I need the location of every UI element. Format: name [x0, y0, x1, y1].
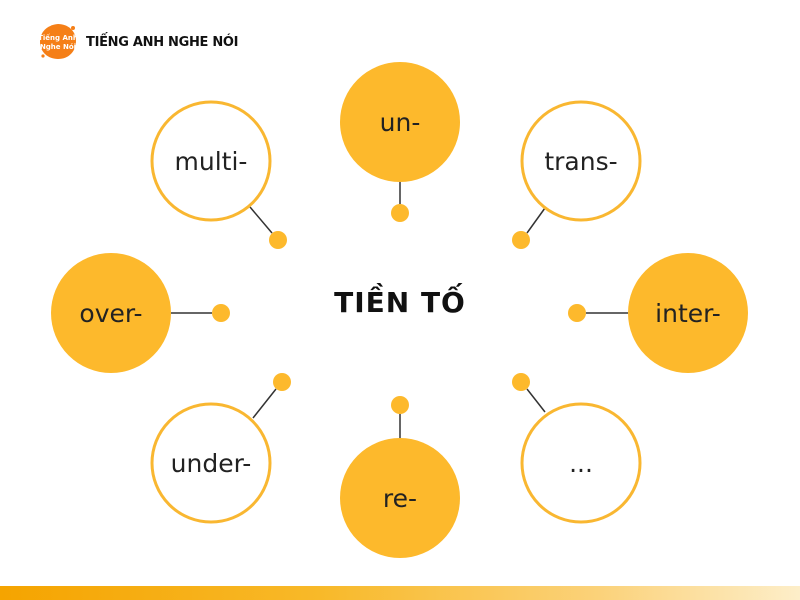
connector-dot — [391, 396, 409, 414]
connector-line — [526, 388, 546, 413]
connector-line — [526, 207, 546, 234]
connector-dot — [273, 373, 291, 391]
node-label: ... — [569, 449, 593, 478]
brand-badge-icon: Tiếng Anh Nghe Nói — [38, 24, 78, 59]
filled-node-circle — [340, 438, 460, 558]
bottom-accent-bar — [0, 586, 800, 600]
outline-node-circle — [520, 402, 642, 524]
node-label: re- — [383, 484, 417, 513]
center-title: TIỀN TỐ — [334, 281, 466, 319]
outline-node-circle — [520, 100, 642, 222]
connector-dot — [391, 204, 409, 222]
brand-logo: Tiếng Anh Nghe Nói TIẾNG ANH NGHE NÓI — [38, 22, 239, 62]
connector-dot — [512, 231, 530, 249]
outline-node-circle — [150, 100, 272, 222]
prefix-node: multi- — [150, 100, 287, 249]
connector-dot — [269, 231, 287, 249]
filled-node-circle — [340, 62, 460, 182]
prefix-node: re- — [340, 396, 460, 558]
node-label: over- — [79, 299, 142, 328]
connector-line — [252, 388, 277, 419]
node-label: under- — [171, 449, 252, 478]
prefix-node: ... — [512, 373, 642, 524]
outline-node-circle — [150, 402, 272, 524]
badge-line2: Nghe Nói — [40, 43, 76, 51]
prefix-node: trans- — [512, 100, 642, 249]
node-label: un- — [380, 108, 421, 137]
brand-name: TIẾNG ANH NGHE NÓI — [86, 34, 239, 50]
connector-dot — [512, 373, 530, 391]
prefix-node: inter- — [568, 253, 748, 373]
node-label: trans- — [544, 147, 617, 176]
prefix-node: under- — [150, 373, 291, 524]
badge-line1: Tiếng Anh — [38, 33, 78, 42]
node-label: inter- — [655, 299, 721, 328]
node-label: multi- — [175, 147, 248, 176]
filled-node-circle — [628, 253, 748, 373]
nodes-layer: un-trans-inter-... re-under-over-multi- — [51, 62, 748, 558]
filled-node-circle — [51, 253, 171, 373]
connector-dot — [212, 304, 230, 322]
prefix-node: over- — [51, 253, 230, 373]
connector-line — [249, 206, 273, 234]
prefix-node: un- — [340, 62, 460, 222]
connector-dot — [568, 304, 586, 322]
